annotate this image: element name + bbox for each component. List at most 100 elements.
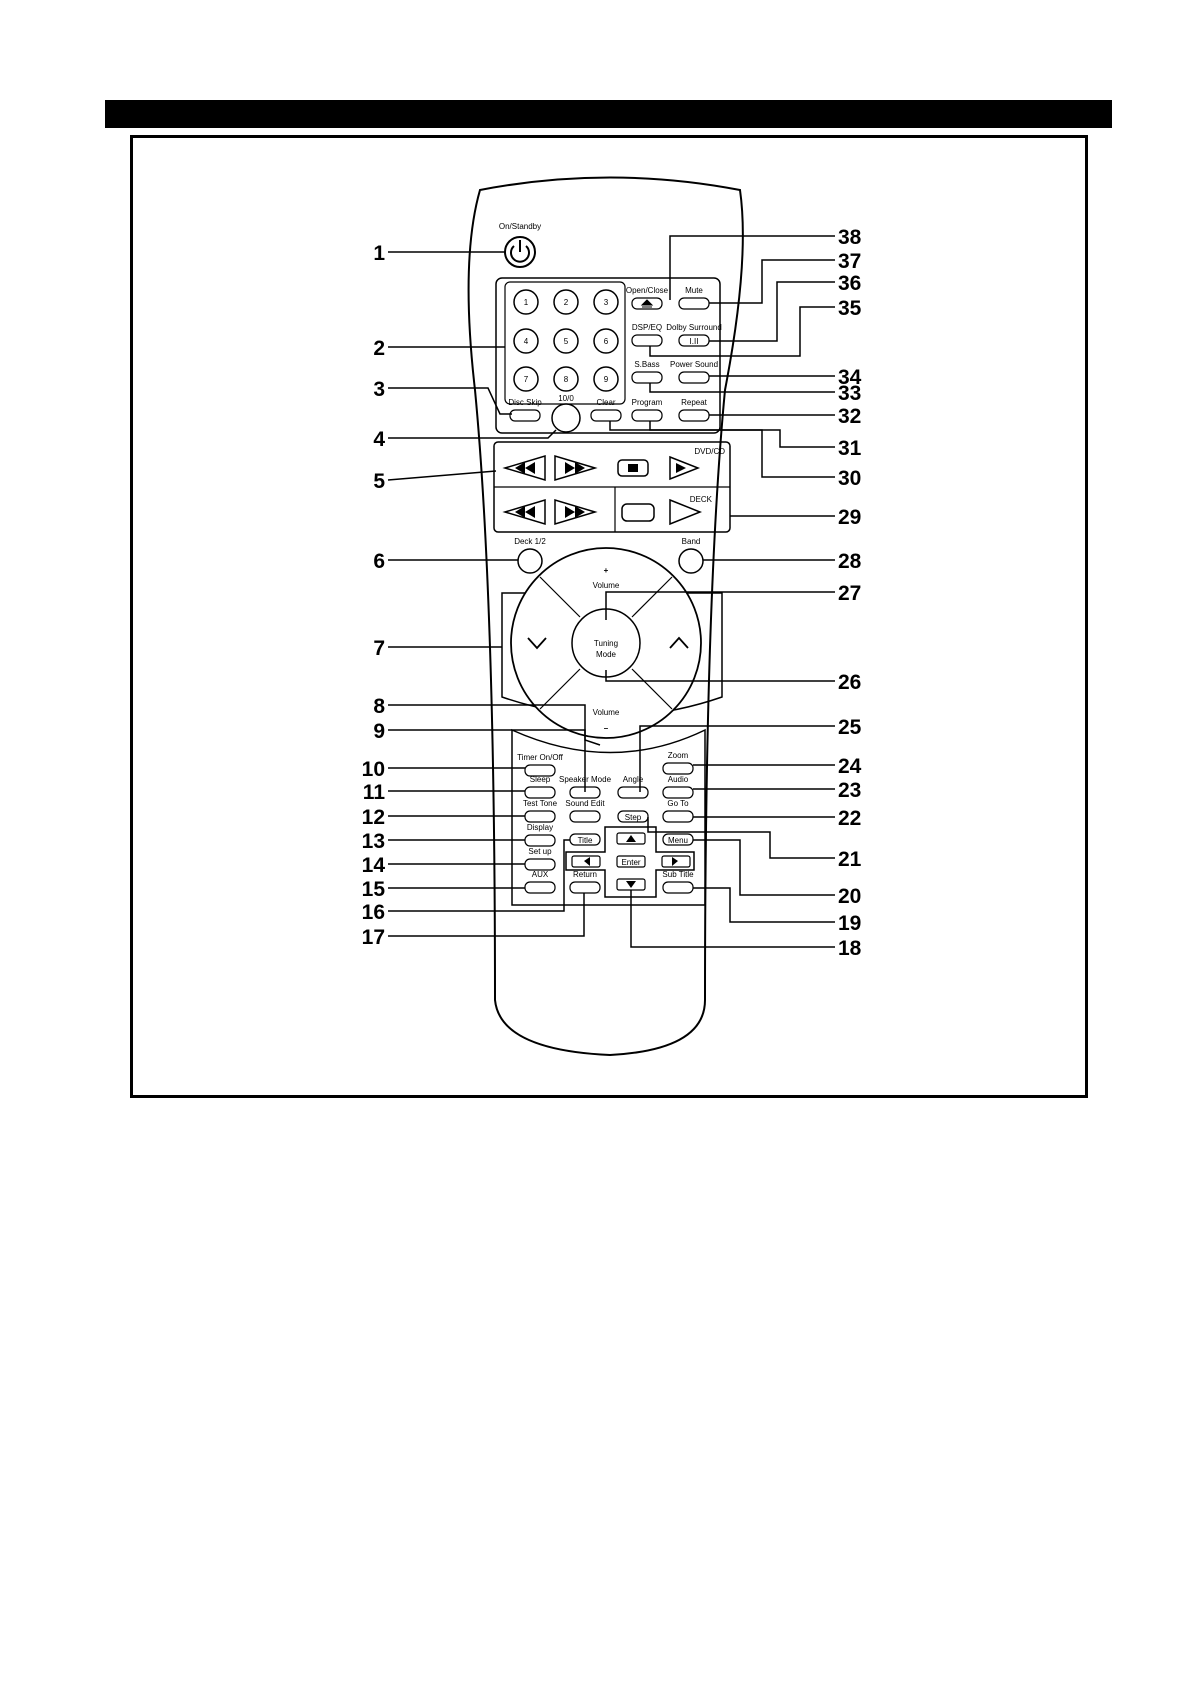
dsp-eq-label: DSP/EQ <box>632 323 662 332</box>
callout-35: 35 <box>838 297 862 320</box>
program-button[interactable] <box>631 409 663 422</box>
key-5[interactable]: 5 <box>553 328 579 354</box>
callout-14: 14 <box>362 854 386 877</box>
enter-button[interactable]: Enter <box>616 855 646 868</box>
disc-skip-button[interactable] <box>509 409 541 422</box>
clear-button[interactable] <box>590 409 622 422</box>
callout-18: 18 <box>838 937 862 960</box>
callout-2: 2 <box>373 337 385 360</box>
go-to-button[interactable] <box>662 810 694 823</box>
svg-text:1: 1 <box>524 298 529 307</box>
volume-top-label: Volume <box>593 581 620 590</box>
key-2[interactable]: 2 <box>553 289 579 315</box>
volume-minus-symbol[interactable]: – <box>604 724 609 733</box>
key-6[interactable]: 6 <box>593 328 619 354</box>
title-button[interactable]: Title <box>569 833 601 846</box>
keypad: 1 2 3 4 5 6 7 8 9 <box>513 289 619 392</box>
svg-text:5: 5 <box>564 337 569 346</box>
callout-11: 11 <box>363 781 386 804</box>
dvd-skip-forward-button[interactable] <box>554 454 598 482</box>
return-button[interactable] <box>569 881 601 894</box>
dvd-play-pause-button[interactable] <box>669 455 701 481</box>
cursor-left-button[interactable] <box>571 855 601 868</box>
cursor-cross <box>565 826 695 898</box>
skip-forward-icon <box>565 462 585 474</box>
angle-button[interactable] <box>617 786 649 799</box>
tuning-up-icon[interactable] <box>669 636 689 649</box>
callout-24: 24 <box>838 755 862 778</box>
key-9[interactable]: 9 <box>593 366 619 392</box>
callout-37: 37 <box>838 250 861 273</box>
deck-stop-button[interactable] <box>621 503 655 522</box>
tuning-down-icon[interactable] <box>527 637 547 650</box>
test-tone-button[interactable] <box>524 810 556 823</box>
aux-button[interactable] <box>524 881 556 894</box>
display-button[interactable] <box>524 834 556 847</box>
set-up-button[interactable] <box>524 858 556 871</box>
right-callouts: 38 37 36 35 34 33 32 31 30 29 28 27 26 2… <box>838 226 862 960</box>
sound-edit-label: Sound Edit <box>565 799 605 808</box>
key-3[interactable]: 3 <box>593 289 619 315</box>
callout-36: 36 <box>838 272 861 295</box>
dsp-eq-button[interactable] <box>631 334 663 347</box>
rewind-icon <box>515 506 535 518</box>
open-close-label: Open/Close <box>626 286 669 295</box>
key-1[interactable]: 1 <box>513 289 539 315</box>
key-4[interactable]: 4 <box>513 328 539 354</box>
return-label: Return <box>573 870 597 879</box>
on-standby-label: On/Standby <box>499 222 541 231</box>
sound-edit-button[interactable] <box>569 810 601 823</box>
svg-text:3: 3 <box>604 298 609 307</box>
callout-17: 17 <box>362 926 385 949</box>
cursor-down-button[interactable] <box>616 878 646 891</box>
sleep-label: Sleep <box>530 775 551 784</box>
timer-on-off-button[interactable] <box>524 764 556 777</box>
sleep-button[interactable] <box>524 786 556 799</box>
callout-16: 16 <box>362 901 385 924</box>
lower-panel <box>511 728 706 906</box>
play-pause-icon <box>676 463 686 473</box>
arrow-left-icon <box>584 857 590 866</box>
deck-rewind-button[interactable] <box>502 498 546 526</box>
svg-text:6: 6 <box>604 337 609 346</box>
left-callouts: 1 2 3 4 5 6 7 8 9 10 11 12 13 14 15 16 1… <box>362 242 386 949</box>
key-7[interactable]: 7 <box>513 366 539 392</box>
repeat-label: Repeat <box>681 398 708 407</box>
callout-12: 12 <box>362 806 385 829</box>
s-bass-button[interactable] <box>631 371 663 384</box>
cursor-right-button[interactable] <box>661 855 691 868</box>
band-button[interactable] <box>678 548 704 574</box>
deck-label: DECK <box>690 495 713 504</box>
volume-bottom-label: Volume <box>593 708 620 717</box>
callout-26: 26 <box>838 671 861 694</box>
zoom-button[interactable] <box>662 762 694 775</box>
key-8[interactable]: 8 <box>553 366 579 392</box>
audio-button[interactable] <box>662 786 694 799</box>
callout-32: 32 <box>838 405 861 428</box>
audio-label: Audio <box>668 775 689 784</box>
callout-15: 15 <box>362 878 386 901</box>
callout-28: 28 <box>838 550 862 573</box>
callout-23: 23 <box>838 779 861 802</box>
callout-4: 4 <box>373 428 385 451</box>
deck-play-button[interactable] <box>669 498 703 526</box>
ten-zero-label: 10/0 <box>558 394 574 403</box>
dvd-skip-back-button[interactable] <box>502 454 546 482</box>
dvd-stop-button[interactable] <box>617 459 649 477</box>
step-button[interactable]: Step <box>617 810 649 823</box>
callout-21: 21 <box>838 848 862 871</box>
sub-title-button[interactable] <box>662 881 694 894</box>
deck-12-button[interactable] <box>517 548 543 574</box>
ten-zero-button[interactable] <box>551 403 581 433</box>
power-sound-button[interactable] <box>678 371 710 384</box>
dolby-surround-button[interactable]: I.II <box>678 334 710 347</box>
callout-10: 10 <box>362 758 385 781</box>
on-standby-button[interactable] <box>504 236 536 268</box>
open-close-button[interactable] <box>631 297 663 310</box>
menu-button[interactable]: Menu <box>662 833 694 846</box>
mute-button[interactable] <box>678 297 710 310</box>
repeat-button[interactable] <box>678 409 710 422</box>
deck-fast-forward-button[interactable] <box>554 498 598 526</box>
volume-plus-symbol[interactable]: + <box>604 566 609 575</box>
cursor-up-button[interactable] <box>616 832 646 845</box>
